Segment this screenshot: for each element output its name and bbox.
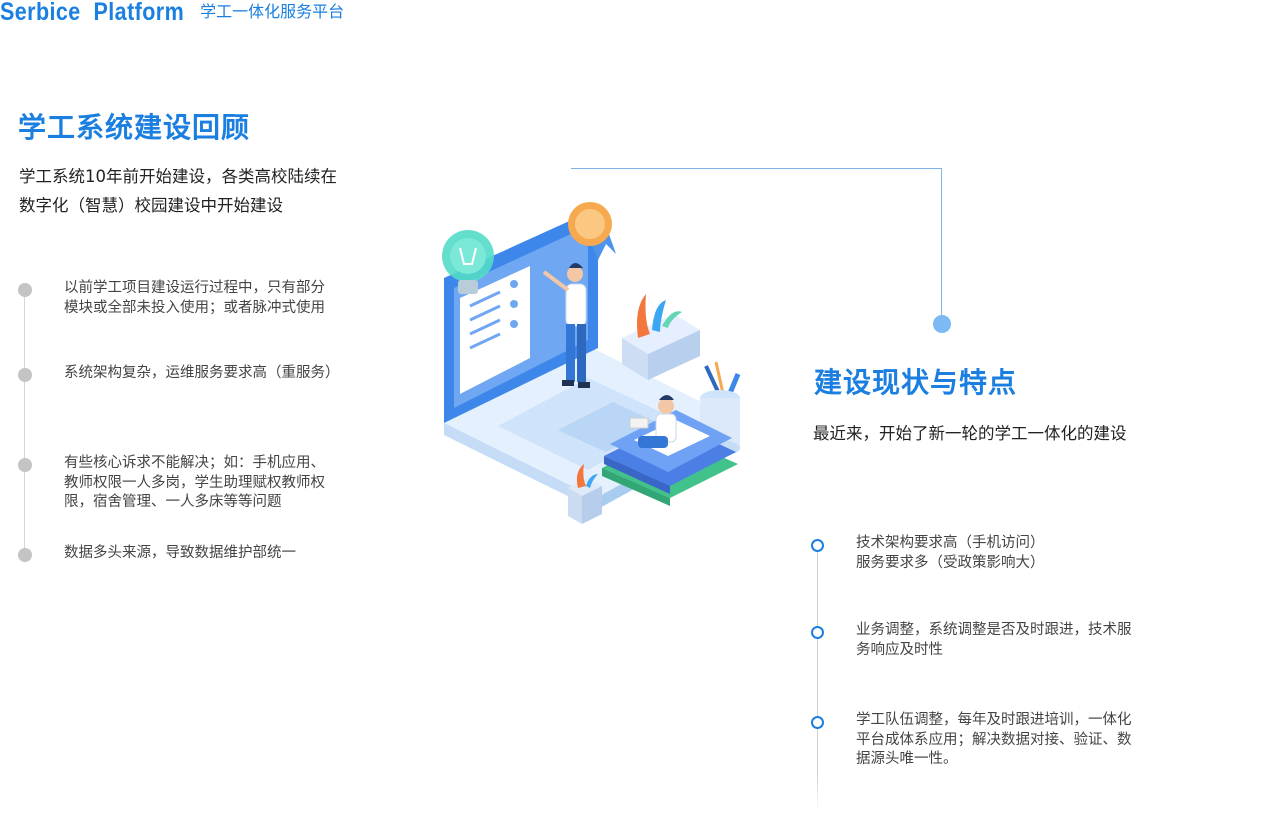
text-line: 限，宿舍管理、一人多床等等问题 [64, 494, 282, 510]
text-line: 数据多头来源，导致数据维护部统一 [64, 545, 296, 561]
small-plant-icon [568, 464, 602, 524]
timeline-dot [18, 368, 32, 382]
review-item-text: 以前学工项目建设运行过程中，只有部分 模块或全部未投入使用；或者脉冲式使用 [64, 279, 374, 318]
timeline-dot [811, 716, 824, 729]
connector-horizontal [571, 168, 942, 169]
review-item-text: 有些核心诉求不能解决；如：手机应用、 教师权限一人多岗，学生助理赋权教师权 限，… [64, 454, 374, 513]
text-line: 学工队伍调整，每年及时跟进培训，一体化 [856, 712, 1132, 728]
brand: Serbice Platform 学工一体化服务平台 [0, 0, 344, 27]
status-list: 技术架构要求高（手机访问） 服务要求多（受政策影响大） 业务调整，系统调整是否及… [810, 534, 1190, 812]
pencil-cup-icon [700, 361, 741, 456]
connector-dot [933, 315, 951, 333]
status-title: 建设现状与特点 [814, 366, 1018, 399]
timeline-dot [18, 548, 32, 562]
text-line: 服务要求多（受政策影响大） [856, 554, 1045, 571]
lightbulb-icon [442, 230, 494, 294]
text-line: 模块或全部未投入使用；或者脉冲式使用 [64, 299, 325, 316]
review-desc: 学工系统10年前开始建设，各类高校陆续在 数字化（智慧）校园建设中开始建设 [19, 162, 399, 220]
status-desc: 最近来，开始了新一轮的学工一体化的建设 [813, 424, 1127, 443]
review-item-text: 数据多头来源，导致数据维护部统一 [64, 544, 374, 564]
timeline-line [817, 550, 818, 812]
review-item-text: 系统架构复杂，运维服务要求高（重服务） [64, 364, 374, 384]
text-line: 系统架构复杂，运维服务要求高（重服务） [64, 365, 340, 381]
text-line: 务响应及时性 [856, 641, 943, 658]
text-line: 有些核心诉求不能解决；如：手机应用、 [64, 455, 325, 471]
connector-vertical [941, 168, 942, 317]
status-item-text: 技术架构要求高（手机访问） 服务要求多（受政策影响大） [856, 534, 1176, 573]
illustration-svg [442, 202, 741, 524]
timeline-dot [811, 626, 824, 639]
timeline-line [24, 291, 25, 553]
person-sitting-icon [629, 395, 677, 448]
review-desc-line1: 学工系统10年前开始建设，各类高校陆续在 [19, 167, 337, 186]
review-list: 以前学工项目建设运行过程中，只有部分 模块或全部未投入使用；或者脉冲式使用 系统… [18, 279, 378, 571]
brand-english: Serbice Platform [0, 0, 185, 26]
review-desc-line2: 数字化（智慧）校园建设中开始建设 [19, 196, 283, 215]
text-line: 业务调整，系统调整是否及时跟进，技术服 [856, 622, 1132, 638]
timeline-dot [18, 283, 32, 297]
text-line: 教师权限一人多岗，学生助理赋权教师权 [64, 474, 325, 491]
text-line: 技术架构要求高（手机访问） [856, 535, 1045, 551]
timeline-dot [18, 458, 32, 472]
medal-icon [568, 202, 616, 260]
timeline-dot [811, 539, 824, 552]
illustration [438, 198, 748, 538]
person-standing-icon [542, 263, 590, 388]
text-line: 据源头唯一性。 [856, 751, 958, 767]
review-title: 学工系统建设回顾 [18, 111, 251, 144]
text-line: 平台成体系应用；解决数据对接、验证、数 [856, 731, 1132, 748]
status-item-text: 业务调整，系统调整是否及时跟进，技术服 务响应及时性 [856, 621, 1176, 660]
brand-chinese: 学工一体化服务平台 [200, 2, 345, 21]
text-line: 以前学工项目建设运行过程中，只有部分 [64, 280, 325, 296]
status-item-text: 学工队伍调整，每年及时跟进培训，一体化 平台成体系应用；解决数据对接、验证、数 … [856, 711, 1176, 770]
plant-icon [622, 294, 700, 380]
